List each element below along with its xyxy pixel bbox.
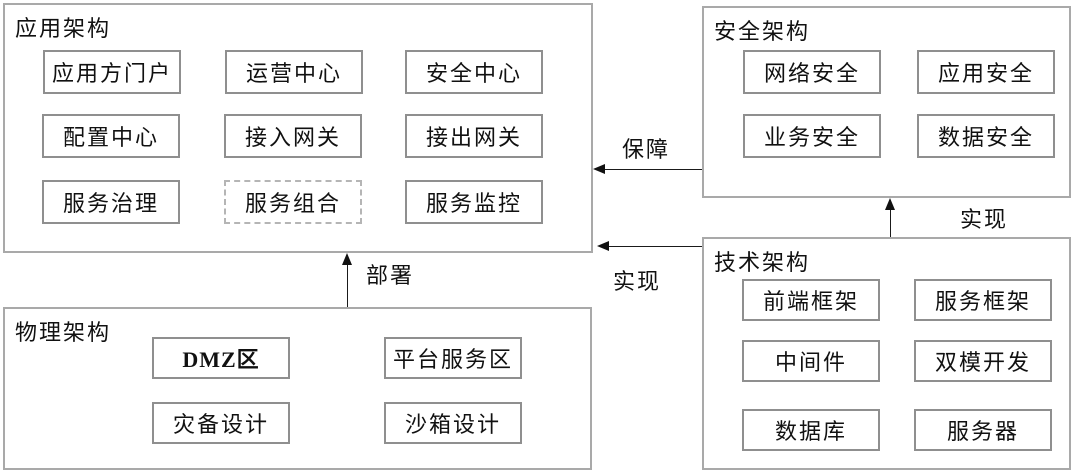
node-service-governance: 服务治理 (42, 180, 180, 224)
node-platform-service-zone: 平台服务区 (384, 337, 522, 379)
edge-label-guarantee: 保障 (622, 137, 671, 162)
node-outbound-gateway: 接出网关 (405, 114, 543, 158)
arrow-line (347, 263, 348, 307)
arrow-line (608, 246, 702, 247)
arrow-head-left-icon (597, 241, 609, 251)
node-operation-center: 运营中心 (225, 50, 363, 94)
node-dual-mode-dev: 双模开发 (914, 340, 1052, 382)
node-service-composition: 服务组合 (224, 180, 362, 224)
node-database: 数据库 (742, 409, 880, 451)
node-server: 服务器 (914, 409, 1052, 451)
group-technical-architecture: 技术架构 前端框架 服务框架 中间件 双模开发 数据库 服务器 (702, 237, 1071, 470)
arrow-line (604, 169, 702, 170)
node-disaster-recovery-design: 灾备设计 (152, 402, 290, 444)
node-security-center: 安全中心 (405, 50, 543, 94)
group-security-architecture: 安全架构 网络安全 应用安全 业务安全 数据安全 (702, 6, 1071, 198)
node-service-framework: 服务框架 (914, 279, 1052, 321)
node-inbound-gateway: 接入网关 (224, 114, 362, 158)
arrow-head-up-icon (342, 253, 352, 265)
node-data-security: 数据安全 (917, 114, 1055, 158)
node-middleware: 中间件 (742, 340, 880, 382)
node-sandbox-design: 沙箱设计 (384, 402, 522, 444)
node-frontend-framework: 前端框架 (742, 279, 880, 321)
arrow-line (890, 208, 891, 237)
edge-label-realize-security: 实现 (960, 207, 1009, 232)
node-config-center: 配置中心 (42, 114, 180, 158)
group-title: 物理架构 (15, 320, 112, 345)
node-app-portal: 应用方门户 (43, 50, 181, 94)
node-dmz-zone: DMZ区 (152, 337, 290, 379)
group-title: 技术架构 (714, 250, 811, 275)
edge-label-realize-app: 实现 (613, 269, 662, 294)
group-title: 应用架构 (15, 16, 112, 41)
arrow-head-left-icon (593, 164, 605, 174)
node-app-security: 应用安全 (917, 50, 1055, 94)
node-network-security: 网络安全 (743, 50, 881, 94)
arrow-head-up-icon (885, 198, 895, 210)
group-application-architecture: 应用架构 应用方门户 运营中心 安全中心 配置中心 接入网关 接出网关 服务治理… (3, 3, 593, 253)
node-business-security: 业务安全 (743, 114, 881, 158)
node-service-monitoring: 服务监控 (405, 180, 543, 224)
edge-label-deploy: 部署 (366, 263, 415, 288)
group-physical-architecture: 物理架构 DMZ区 平台服务区 灾备设计 沙箱设计 (3, 307, 592, 470)
group-title: 安全架构 (714, 19, 811, 44)
